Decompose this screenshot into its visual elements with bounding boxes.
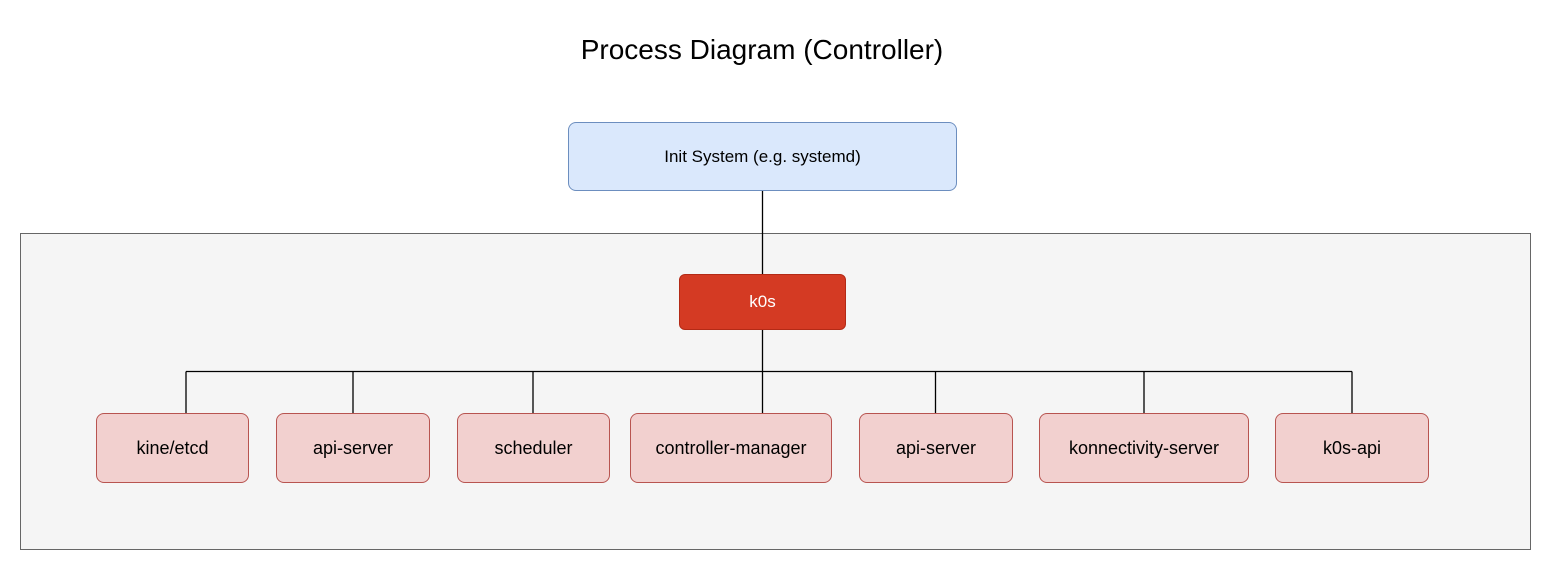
- controller-manager-node: controller-manager: [630, 413, 832, 483]
- konnectivity-server-label: konnectivity-server: [1068, 437, 1220, 458]
- api-server-label-2: api-server: [895, 437, 977, 458]
- scheduler-label: scheduler: [494, 437, 573, 458]
- init-system-node: Init System (e.g. systemd): [568, 122, 957, 191]
- k0s-node: k0s: [679, 274, 846, 330]
- k0s-api-label: k0s-api: [1322, 437, 1382, 458]
- api-server-label-1: api-server: [312, 437, 394, 458]
- kine-etcd-label: kine/etcd: [136, 437, 209, 458]
- init-system-label: Init System (e.g. systemd): [664, 146, 861, 166]
- api-server-node-2: api-server: [859, 413, 1013, 483]
- kine-etcd-node: kine/etcd: [96, 413, 249, 483]
- k0s-label: k0s: [749, 292, 776, 311]
- diagram-title: Process Diagram (Controller): [580, 34, 944, 65]
- api-server-node-1: api-server: [276, 413, 430, 483]
- controller-manager-label: controller-manager: [655, 437, 807, 458]
- scheduler-node: scheduler: [457, 413, 610, 483]
- konnectivity-server-node: konnectivity-server: [1039, 413, 1249, 483]
- k0s-api-node: k0s-api: [1275, 413, 1429, 483]
